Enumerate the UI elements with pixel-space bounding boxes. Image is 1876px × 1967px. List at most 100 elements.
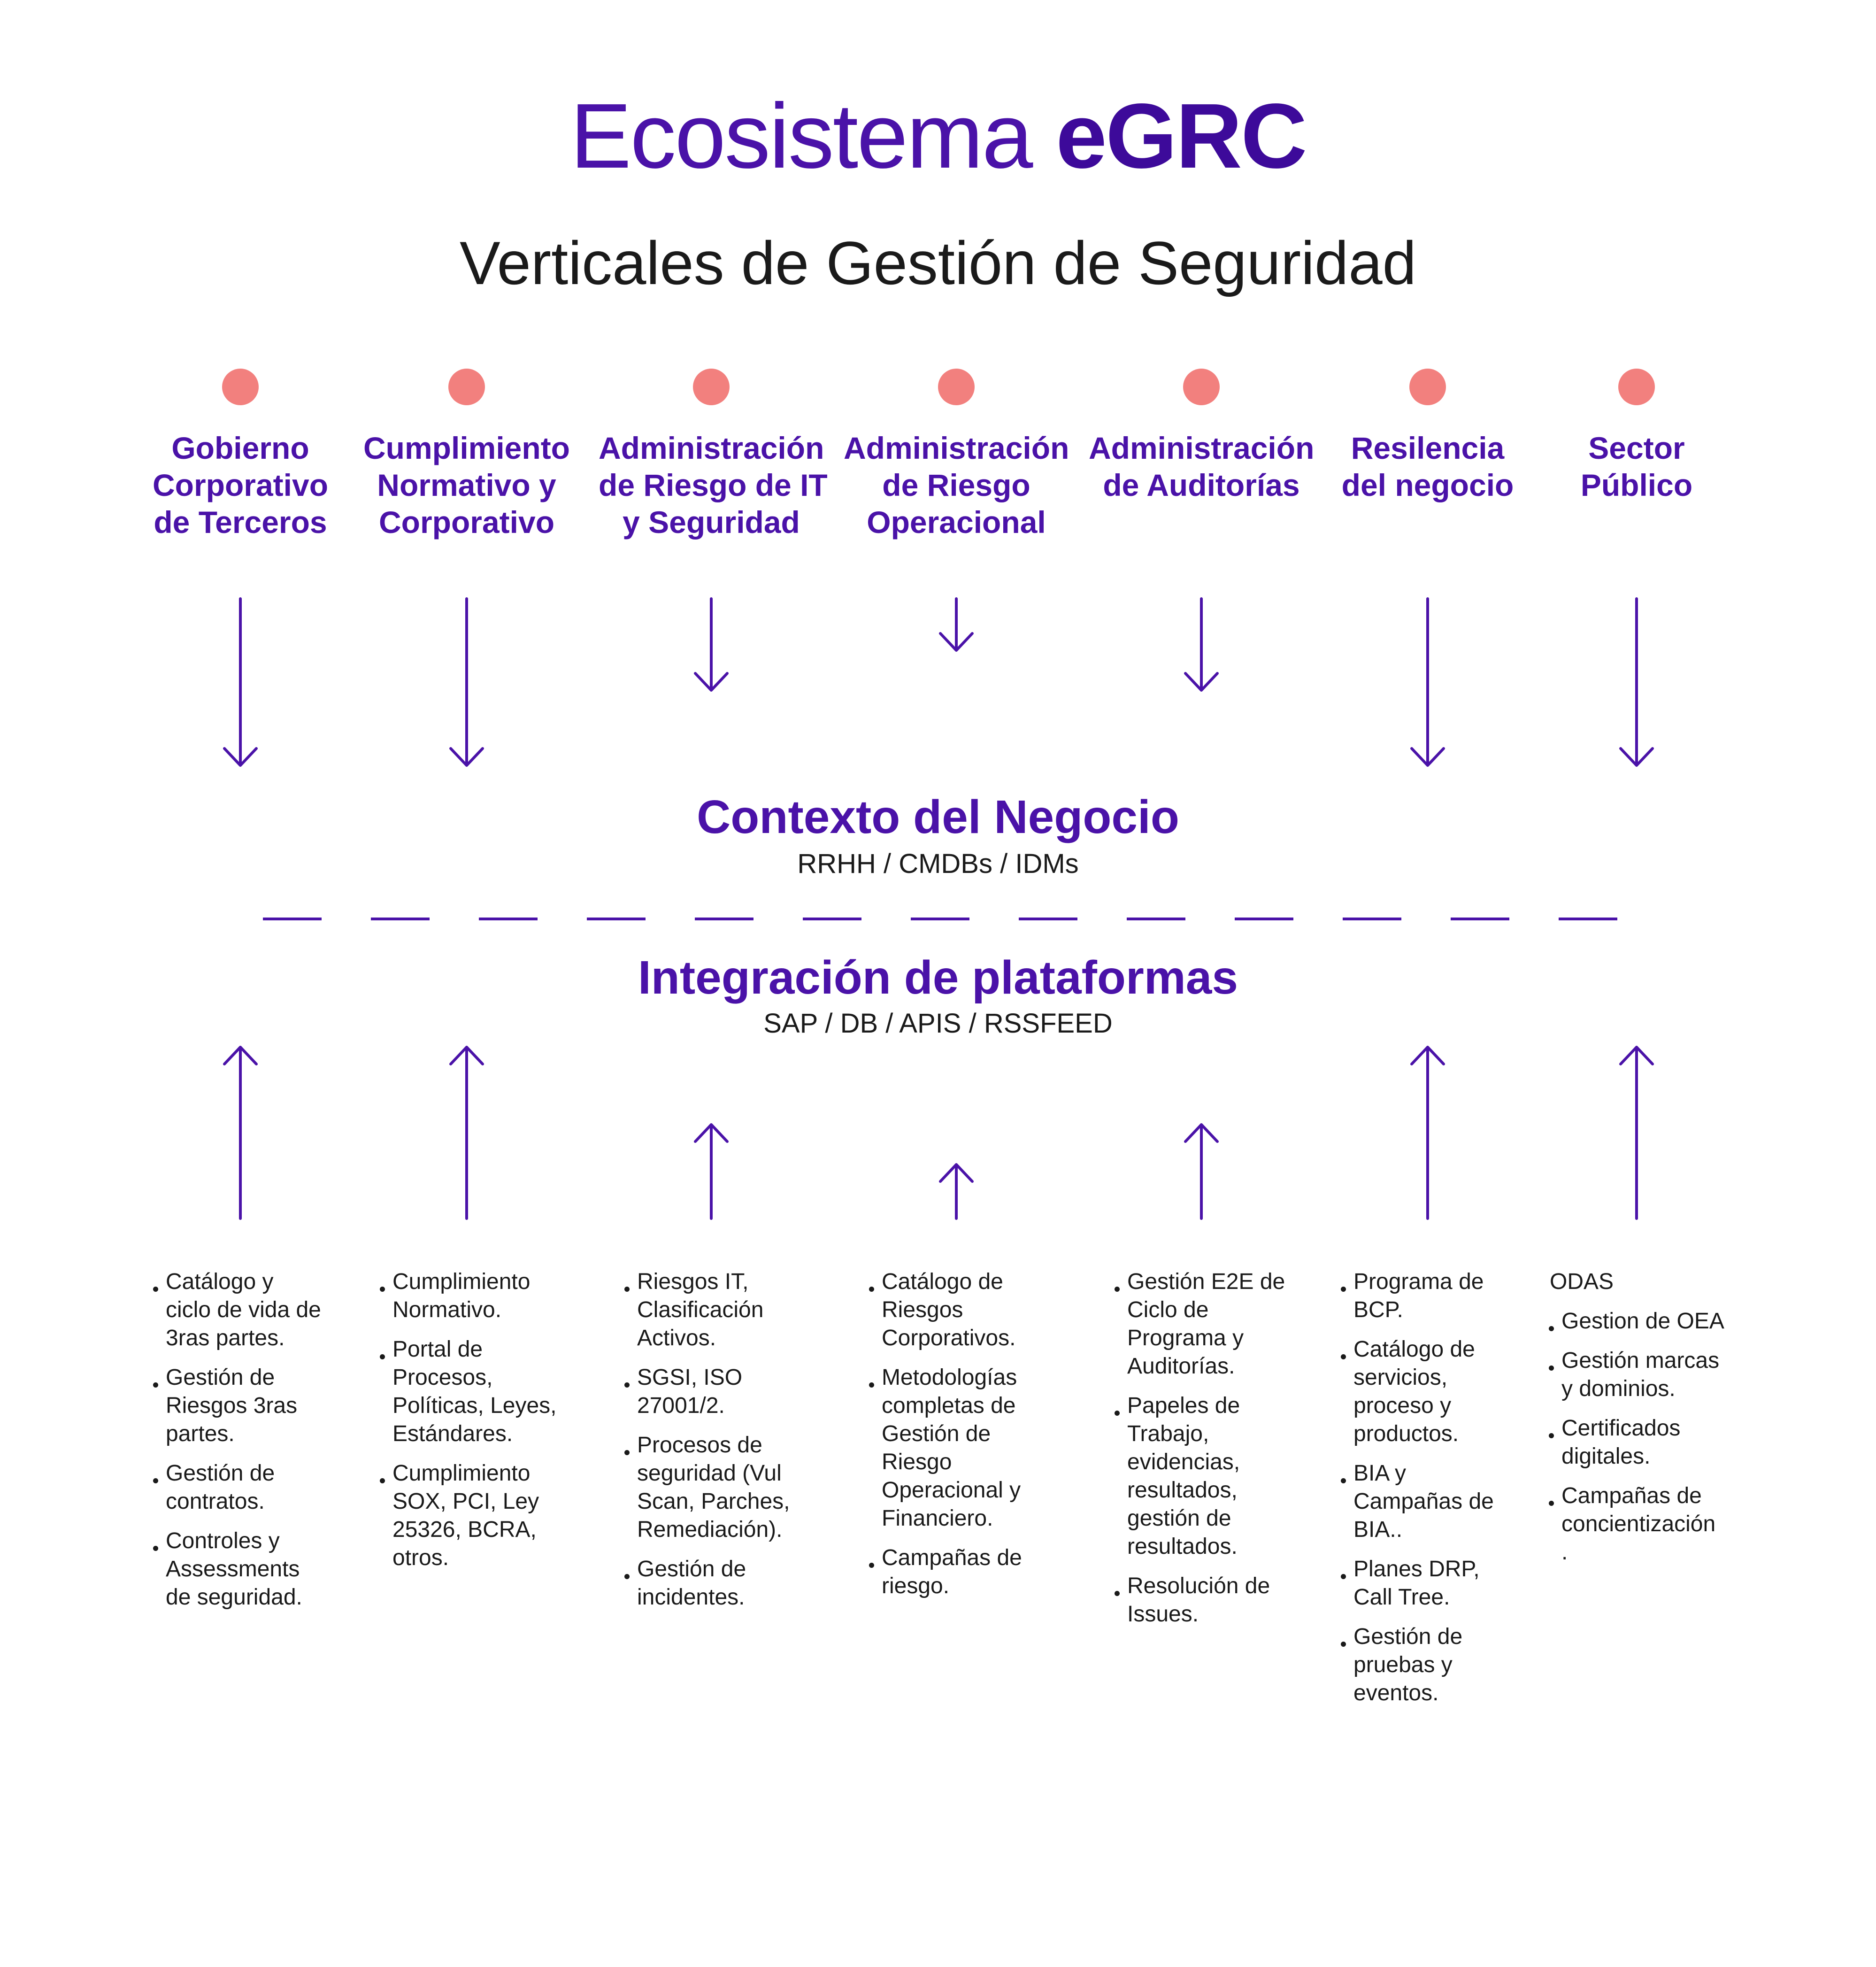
arrow-up-icon (223, 1046, 258, 1220)
arrow-down-icon (1619, 597, 1654, 767)
list-item-line: Assessments (166, 1557, 300, 1581)
list-item: Catálogo de servicios, proceso y productos. (1341, 1335, 1555, 1448)
title-bold: eGRC (1055, 85, 1307, 187)
vertical-title-line: Administración (599, 431, 824, 465)
context-title: Contexto del Negocio (697, 791, 1179, 843)
list-item-line: digitales. (1561, 1444, 1651, 1469)
list-item-line: Procesos de (637, 1433, 762, 1458)
vertical-list-label: ODAS (1550, 1268, 1763, 1296)
list-item-line: Trabajo, (1127, 1421, 1209, 1446)
list-item-line: Gestión marcas (1561, 1348, 1720, 1373)
vertical-title-line: de Terceros (154, 505, 327, 540)
list-item-line: Certificados (1561, 1416, 1681, 1441)
arrow-down-icon (449, 597, 484, 767)
list-item-line: Remediación). (637, 1517, 783, 1542)
circle-marker-icon (938, 369, 975, 405)
list-item-line: productos. (1353, 1421, 1459, 1446)
list-item-line: Campañas de (1561, 1483, 1702, 1508)
vertical-title-line: Corporativo (378, 505, 555, 540)
list-item: Certificados digitales. (1549, 1414, 1763, 1471)
list-item-line: resultados. (1127, 1534, 1238, 1559)
list-item-line: Catálogo de (1353, 1337, 1475, 1362)
list-item-line: Controles y (166, 1528, 280, 1553)
list-item-line: 27001/2. (637, 1393, 725, 1418)
list-item-line: Planes DRP, (1353, 1557, 1480, 1581)
list-item-line: seguridad (Vul (637, 1461, 782, 1486)
list-item-line: otros. (392, 1545, 449, 1570)
integration-title: Integración de plataformas (638, 951, 1238, 1004)
vertical-title-line: Público (1580, 468, 1693, 502)
page-title: Ecosistema eGRC (0, 80, 1876, 193)
list-item-line: proceso y (1353, 1393, 1452, 1418)
arrow-down-icon (939, 597, 974, 652)
vertical-title-line: y Seguridad (623, 505, 800, 540)
list-item: Gestion de OEA (1549, 1307, 1763, 1335)
list-item-line: SOX, PCI, Ley (392, 1489, 539, 1514)
title-light: Ecosistema (570, 85, 1033, 187)
list-item-line: Gestión de (637, 1557, 746, 1581)
list-item-line: . (1561, 1540, 1568, 1565)
list-item-line: incidentes. (637, 1585, 745, 1610)
list-item-line: 25326, BCRA, (392, 1517, 537, 1542)
arrow-up-icon (1619, 1046, 1654, 1220)
list-item-line: Financiero. (882, 1506, 993, 1531)
circle-marker-icon (1409, 369, 1446, 405)
list-item-line: Estándares. (392, 1421, 513, 1446)
list-item-line: servicios, (1353, 1365, 1448, 1390)
list-item-line: Scan, Parches, (637, 1489, 790, 1514)
arrow-down-icon (223, 597, 258, 767)
list-item-line: Gestión de (166, 1365, 275, 1390)
arrow-up-icon (939, 1163, 974, 1220)
list-item-line: Operacional y (882, 1478, 1021, 1503)
list-item-line: Catálogo y (166, 1269, 274, 1294)
list-item-line: Clasificación (637, 1297, 764, 1322)
context-subtitle: RRHH / CMDBs / IDMs (797, 849, 1079, 879)
list-item-line: Portal de (392, 1337, 483, 1362)
list-item-line: pruebas y (1353, 1652, 1453, 1677)
list-item-line: Cumplimiento (392, 1461, 531, 1486)
list-item-line: BIA.. (1353, 1517, 1403, 1542)
list-item-line: Gestión de (1353, 1624, 1463, 1649)
vertical-title-line: Gobierno (171, 431, 309, 465)
vertical-title-line: Sector (1588, 431, 1685, 465)
vertical-title-line: Operacional (867, 505, 1046, 540)
list-item-line: Riesgos IT, (637, 1269, 749, 1294)
list-item-line: Activos. (637, 1326, 716, 1350)
list-item-line: Call Tree. (1353, 1585, 1450, 1610)
list-item-line: de seguridad. (166, 1585, 302, 1610)
list-item-line: Issues. (1127, 1602, 1199, 1627)
list-item: Controles y Assessments de seguridad. (153, 1527, 368, 1612)
list-item-line: Resolución de (1127, 1574, 1270, 1598)
list-item-line: concientización (1561, 1512, 1716, 1536)
vertical-title-line: Resilencia (1351, 431, 1505, 465)
arrow-up-icon (694, 1123, 729, 1220)
vertical-title-line: Corporativo (152, 468, 329, 502)
list-item-line: Gestión de (882, 1421, 991, 1446)
list-item: Resolución de Issues. (1115, 1572, 1329, 1628)
circle-marker-icon (1618, 369, 1655, 405)
list-item-line: Campañas de (882, 1545, 1022, 1570)
vertical-list-label-text: ODAS (1550, 1269, 1614, 1294)
list-item-line: Campañas de (1353, 1489, 1494, 1514)
arrow-up-icon (1184, 1123, 1219, 1220)
